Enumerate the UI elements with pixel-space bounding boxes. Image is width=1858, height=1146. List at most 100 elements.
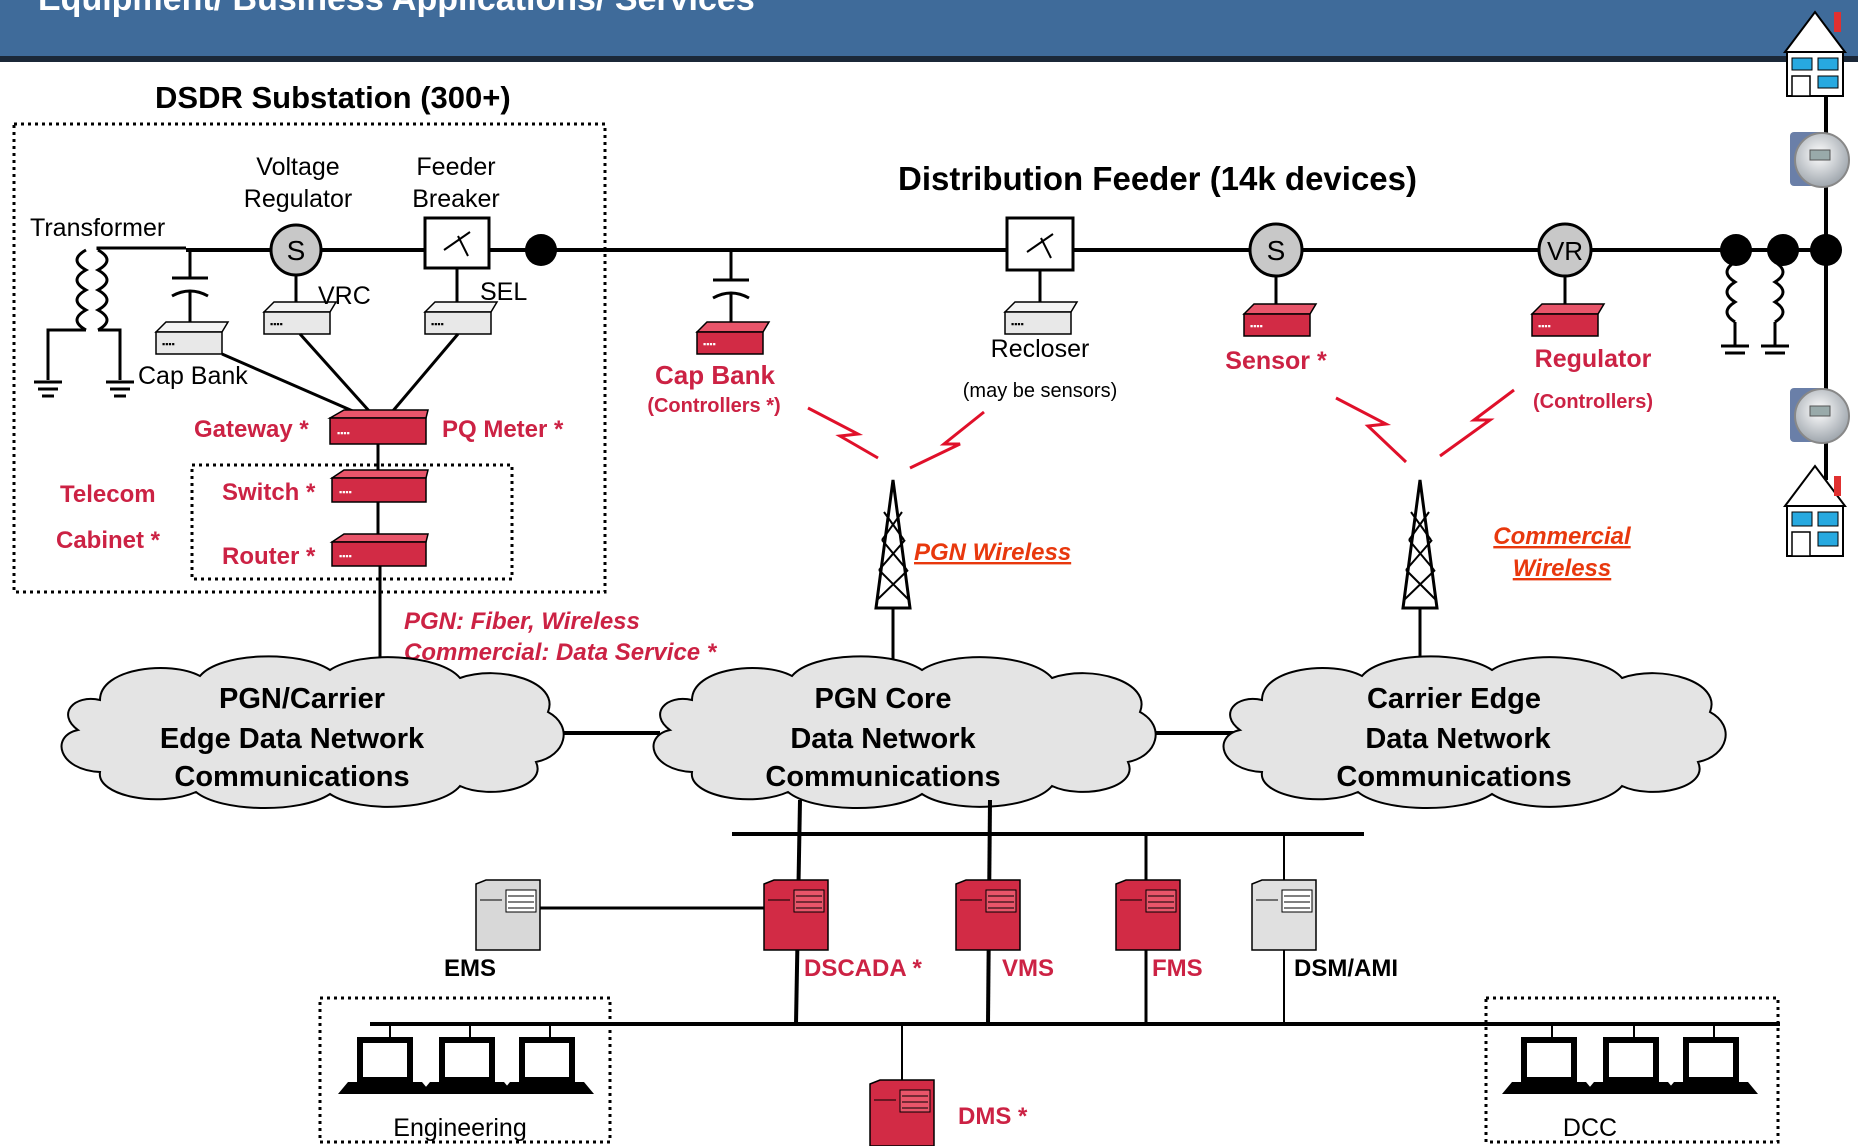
feeder-regulator-label: Regulator xyxy=(1535,345,1652,373)
workstation-icon xyxy=(1584,1024,1678,1094)
dcc-boundary xyxy=(1484,996,1780,1144)
recloser-label: Recloser xyxy=(991,335,1090,363)
field-cap-bank-sub: (Controllers *) xyxy=(647,395,780,417)
router-device: ▪▪▪▪ xyxy=(329,533,429,567)
svg-text:▪▪▪▪: ▪▪▪▪ xyxy=(339,487,352,497)
commercial-wireless-label-2: Wireless xyxy=(1513,555,1612,582)
core-cloud-line-1: PGN Core xyxy=(815,683,952,715)
lightning-bolt xyxy=(1335,396,1408,464)
feeder-regulator-symbol: VR xyxy=(1537,222,1593,304)
substation-title: DSDR Substation (300+) xyxy=(155,80,511,115)
carrier-cloud-line-2: Data Network xyxy=(1365,723,1551,755)
substation-group: DSDR Substation (300+) Transformer ▪▪▪▪ … xyxy=(12,80,607,662)
lightning-bolt xyxy=(807,406,879,460)
core-cloud-line-3: Communications xyxy=(765,761,1000,793)
lightning-bolt xyxy=(909,410,985,470)
field-cap-bank-controller: ▪▪▪▪ xyxy=(695,321,771,355)
telecom-label: Telecom xyxy=(60,481,156,508)
switch-label: Switch * xyxy=(222,479,316,506)
svg-text:▪▪▪▪: ▪▪▪▪ xyxy=(703,339,716,349)
feeder-end-transformer xyxy=(1721,260,1789,355)
feeder-breaker-label-2: Breaker xyxy=(412,185,500,213)
feeder-breaker-symbol xyxy=(423,216,491,302)
feeder-regulator-controller: ▪▪▪▪ xyxy=(1530,303,1606,337)
carrier-network-cloud: Carrier Edge Data Network Communications xyxy=(1222,655,1727,810)
transformer-symbol xyxy=(34,246,186,398)
svg-text:▪▪▪▪: ▪▪▪▪ xyxy=(1538,321,1551,331)
dsm-ami-server-icon xyxy=(1251,879,1317,951)
voltage-regulator-label-2: Regulator xyxy=(244,185,352,213)
carrier-cloud-line-3: Communications xyxy=(1336,761,1571,793)
edge-network-cloud: PGN/Carrier Edge Data Network Communicat… xyxy=(60,655,565,810)
sensor-label: Sensor * xyxy=(1225,347,1327,375)
house-icon xyxy=(1783,464,1847,557)
pgn-tower-icon xyxy=(874,479,912,680)
sub-cap-bank-controller: ▪▪▪▪ xyxy=(154,321,230,355)
dcc-label: DCC xyxy=(1563,1114,1617,1142)
engineering-label: Engineering xyxy=(393,1114,526,1142)
workstation-icon xyxy=(1502,1024,1596,1094)
gateway-device: ▪▪▪▪ xyxy=(327,409,429,445)
sensor-symbol: S xyxy=(1248,222,1304,304)
vms-label: VMS xyxy=(1002,955,1054,982)
dscada-label: DSCADA * xyxy=(804,955,922,982)
recloser-symbol xyxy=(1005,216,1075,302)
svg-text:▪▪▪▪: ▪▪▪▪ xyxy=(431,319,444,329)
distribution-feeder-group: Distribution Feeder (14k devices) ▪▪▪▪ C… xyxy=(541,10,1850,557)
router-label: Router * xyxy=(222,543,316,570)
substation-control-links xyxy=(221,332,460,662)
voltage-regulator-label-1: Voltage xyxy=(256,153,339,181)
ems-label: EMS xyxy=(444,955,496,982)
dscada-server-icon xyxy=(763,879,829,951)
transformer-label: Transformer xyxy=(30,214,165,242)
workstation-icon xyxy=(500,1024,594,1094)
edge-cloud-line-3: Communications xyxy=(174,761,409,793)
vrc-label: VRC xyxy=(318,282,371,310)
fms-label: FMS xyxy=(1152,955,1203,982)
workstation-icon xyxy=(1664,1024,1758,1094)
carrier-tower-icon xyxy=(1401,479,1439,680)
cabinet-label: Cabinet * xyxy=(56,527,161,554)
backhaul-label-1: PGN: Fiber, Wireless xyxy=(404,608,640,635)
feeder-title: Distribution Feeder (14k devices) xyxy=(898,160,1417,197)
svg-text:▪▪▪▪: ▪▪▪▪ xyxy=(162,339,175,349)
pq-meter-label: PQ Meter * xyxy=(442,416,564,443)
edge-cloud-line-2: Edge Data Network xyxy=(160,723,425,755)
vrc-controller: ▪▪▪▪ xyxy=(262,301,338,335)
switch-device: ▪▪▪▪ xyxy=(329,469,429,503)
svg-text:▪▪▪▪: ▪▪▪▪ xyxy=(1011,319,1024,329)
recloser-controller: ▪▪▪▪ xyxy=(1003,301,1079,335)
sel-relay: ▪▪▪▪ xyxy=(423,301,499,335)
control-center-network-lines xyxy=(370,799,1780,1090)
backhaul-label-2: Commercial: Data Service * xyxy=(404,639,718,666)
field-cap-bank-label: Cap Bank xyxy=(655,360,775,390)
sub-cap-bank-label: Cap Bank xyxy=(138,362,248,390)
fms-server-icon xyxy=(1115,879,1181,951)
commercial-wireless-label-1: Commercial xyxy=(1493,523,1632,550)
meter-icon xyxy=(1790,132,1850,188)
voltage-regulator-s: S xyxy=(287,235,306,266)
pgn-wireless-label: PGN Wireless xyxy=(914,539,1071,566)
core-network-cloud: PGN Core Data Network Communications xyxy=(652,655,1157,810)
sensor-controller: ▪▪▪▪ xyxy=(1242,303,1318,337)
edge-cloud-line-1: PGN/Carrier xyxy=(219,683,385,715)
feeder-regulator-sub: (Controllers) xyxy=(1533,391,1653,413)
vms-server-icon xyxy=(955,879,1021,951)
dms-server-icon xyxy=(869,1079,935,1146)
svg-text:▪▪▪▪: ▪▪▪▪ xyxy=(1250,321,1263,331)
sub-cap-bank-symbol xyxy=(171,250,209,322)
recloser-sub: (may be sensors) xyxy=(963,380,1118,402)
sensor-s: S xyxy=(1267,235,1286,266)
svg-text:▪▪▪▪: ▪▪▪▪ xyxy=(337,428,350,438)
ems-server-icon xyxy=(475,879,541,951)
voltage-regulator-symbol: S xyxy=(269,223,323,302)
header-bar: Equipment/ Business Applications/ Servic… xyxy=(0,0,1858,62)
workstation-icon xyxy=(420,1024,514,1094)
core-cloud-line-2: Data Network xyxy=(790,723,976,755)
sel-label: SEL xyxy=(480,278,527,306)
field-cap-bank-symbol xyxy=(712,250,750,322)
carrier-cloud-line-1: Carrier Edge xyxy=(1367,683,1541,715)
dsm-ami-label: DSM/AMI xyxy=(1294,955,1398,982)
lightning-bolt xyxy=(1439,388,1515,458)
